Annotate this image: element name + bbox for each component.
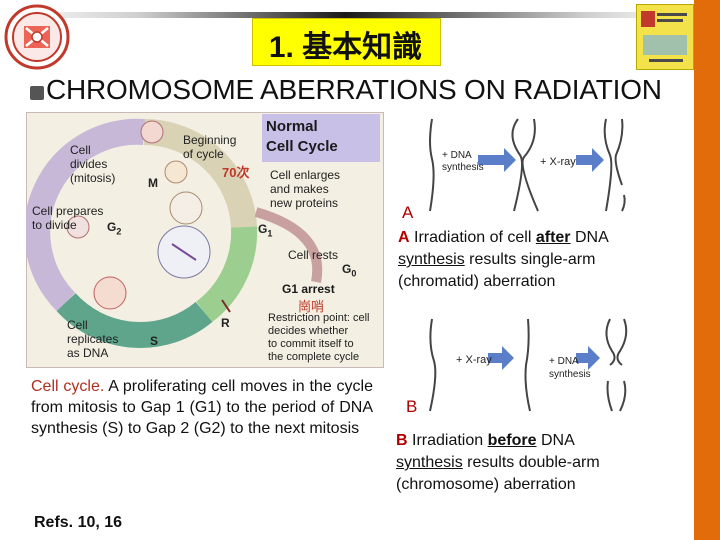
- chromosome-single: [429, 318, 437, 412]
- header-rule: [0, 12, 690, 18]
- side-accent-bar: [694, 0, 720, 540]
- panel-b-dna-label-1: + DNA: [549, 356, 579, 367]
- panel-a-caption-letter: A: [398, 229, 410, 246]
- panel-b-chromosome-diagram: [429, 318, 628, 412]
- caption-highlight: Cell cycle.: [31, 378, 105, 395]
- label-s: S: [150, 334, 159, 348]
- label-r: R: [221, 316, 230, 330]
- partner-logo-graphic: [641, 11, 687, 62]
- label-g2: G2: [107, 220, 122, 237]
- cell-image: [93, 276, 127, 310]
- diagram-title-line2: Cell Cycle: [266, 138, 338, 155]
- keyword-synthesis: synthesis: [398, 251, 465, 268]
- chromosome-broken: [524, 318, 531, 412]
- panel-a-dna-label-1: + DNA: [442, 150, 472, 161]
- caption-body: A proliferating cell moves in the cycle …: [31, 378, 374, 437]
- label-beginning: Beginning: [183, 133, 237, 147]
- cell-cycle-ring: [26, 118, 323, 348]
- arrow-icon: [488, 346, 514, 370]
- diagram-title-box: [262, 114, 380, 162]
- handwritten-sentry-annotation: 崗哨: [298, 299, 325, 314]
- panel-b-caption: B Irradiation before DNA synthesis resul…: [396, 432, 600, 493]
- cell-image: [169, 191, 203, 225]
- references: Refs. 10, 16: [34, 514, 123, 531]
- label-cell-divides-2: divides: [70, 157, 108, 171]
- chromosome-duplicated: [511, 118, 523, 212]
- arrow-icon: [478, 148, 516, 172]
- cell-image: [140, 120, 164, 144]
- title-highlight: [252, 18, 441, 66]
- label-cell-rests: Cell rests: [288, 248, 339, 262]
- label-restriction-4: the complete cycle: [268, 351, 360, 363]
- chromosome-single: [429, 118, 435, 212]
- panel-a-xray-label: + X-ray: [540, 156, 576, 168]
- cell-image: [66, 215, 90, 239]
- chromosome-aberrant: [605, 318, 616, 366]
- label-cell-replicates-1: Cell: [67, 318, 88, 332]
- label-restriction-1: Restriction point: cell: [268, 312, 370, 324]
- arrow-icon: [576, 346, 600, 370]
- label-cell-enlarges-3: new proteins: [270, 196, 339, 210]
- label-restriction-2: decides whether: [268, 325, 349, 337]
- label-cell-enlarges-2: and makes: [270, 182, 329, 196]
- panel-a-dna-label-2: synthesis: [442, 162, 484, 173]
- diagram-title-line1: Normal: [266, 118, 318, 135]
- ring-g1-segment: [195, 226, 258, 323]
- keyword-after: after: [535, 229, 571, 246]
- panel-b-caption-letter: B: [396, 432, 408, 449]
- label-m: M: [148, 176, 158, 190]
- panel-a-letter: A: [402, 203, 414, 222]
- label-cell-replicates-2: replicates: [67, 332, 119, 346]
- label-cell-enlarges-1: Cell enlarges: [270, 168, 341, 182]
- label-g0: G0: [342, 262, 357, 279]
- panel-a-caption: A Irradiation of cell after DNA synthesi…: [398, 229, 609, 290]
- school-emblem-logo: [4, 4, 70, 70]
- label-restriction-3: to commit itself to: [268, 338, 354, 350]
- panel-a-chromosome-diagram: [429, 118, 626, 212]
- label-cell-divides-1: Cell: [70, 143, 91, 157]
- ring-s-segment: [56, 293, 213, 348]
- handwritten-70-annotation: 70次: [222, 165, 250, 180]
- chromosome-aberrant: [603, 118, 613, 212]
- panel-b-dna-label-2: synthesis: [549, 369, 591, 380]
- label-cell-prepares-2: to divide: [32, 218, 77, 232]
- keyword-synthesis: synthesis: [396, 454, 463, 471]
- section-title: CHROMOSOME ABERRATIONS ON RADIATION: [46, 74, 662, 105]
- ring-g2-segment: [26, 118, 145, 312]
- panel-b-letter: B: [406, 397, 418, 416]
- arrow-icon: [576, 148, 604, 172]
- label-cell-replicates-3: as DNA: [67, 346, 109, 360]
- panel-b-xray-label: + X-ray: [456, 354, 492, 366]
- bullet-icon: [30, 86, 44, 100]
- label-cell-prepares-1: Cell prepares: [32, 204, 104, 218]
- ring-m-segment: [143, 118, 257, 229]
- page-title: 1. 基本知識: [268, 31, 423, 64]
- cell-cycle-caption: Cell cycle. A proliferating cell moves i…: [31, 376, 373, 439]
- cell-image: [164, 160, 188, 184]
- label-of-cycle: of cycle: [183, 147, 224, 161]
- keyword-before: before: [487, 432, 537, 449]
- partner-logo: [636, 4, 694, 70]
- label-cell-divides-3: (mitosis): [70, 171, 116, 185]
- label-g1: G1: [258, 222, 273, 239]
- label-g1-arrest: G1 arrest: [282, 282, 335, 296]
